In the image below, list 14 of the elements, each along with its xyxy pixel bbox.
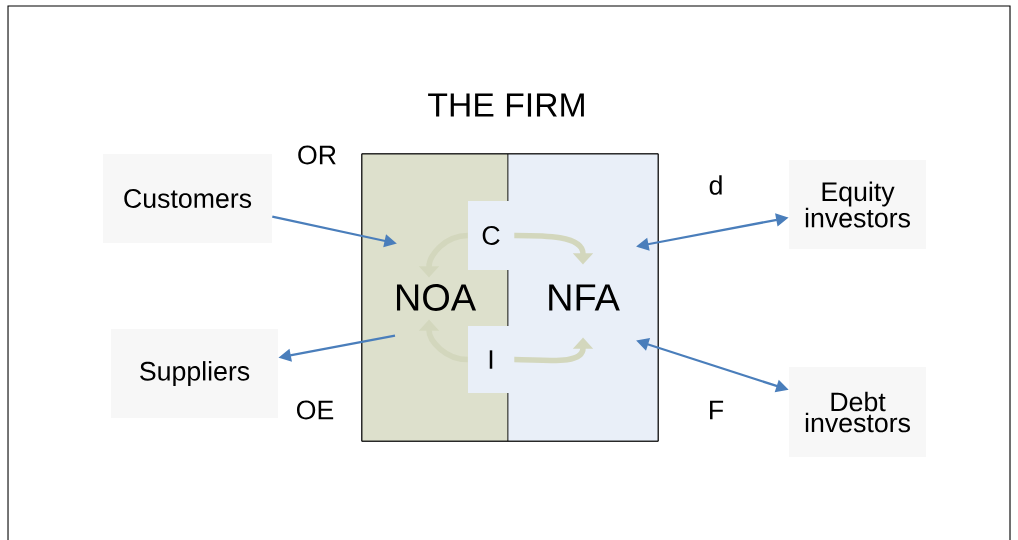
cash-notch: C [468,201,514,271]
node-label: THE FIRM [428,93,584,117]
suppliers-box: Suppliers [111,329,278,419]
edge-label: d [709,175,722,195]
investment-notch: I [468,326,514,393]
edge-label: OE [296,400,334,420]
edge-label: OR [298,145,336,165]
node-label: C [482,226,500,245]
equity-investors-box: Equity investors [789,160,927,250]
debt-investors-box: Debt investors [789,367,927,457]
nfa-region: NFA [507,153,659,442]
customers-box: Customers [103,154,272,243]
edge-label: F [710,400,724,420]
node-label: I [489,350,493,369]
